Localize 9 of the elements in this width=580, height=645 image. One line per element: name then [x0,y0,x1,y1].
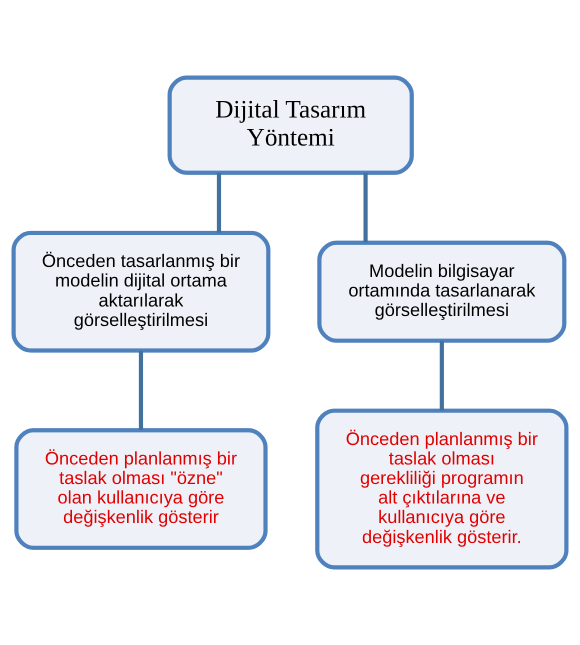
node-box: Önceden planlanmış bir taslak olması "özne" olan kullanıcıya göre değişkenlik gösterir [14,428,268,550]
node-box: Önceden tasarlanmış bir modelin dijital ortama aktarılarak görselleştirilmesi [12,230,270,353]
connector [363,172,368,242]
connector [216,172,222,233]
node-box: Dijital Tasarım Yöntemi [168,76,414,175]
connector [440,341,444,410]
node-box: Önceden planlanmış bir taslak olması gerekliliği programın alt çıktılarına ve kullanıcıya göre değişkenlik gösterir. [315,408,568,570]
connector [138,350,144,430]
node-box: Modelin bilgisayar ortamında tasarlanarak görselleştirilmesi [317,240,566,343]
